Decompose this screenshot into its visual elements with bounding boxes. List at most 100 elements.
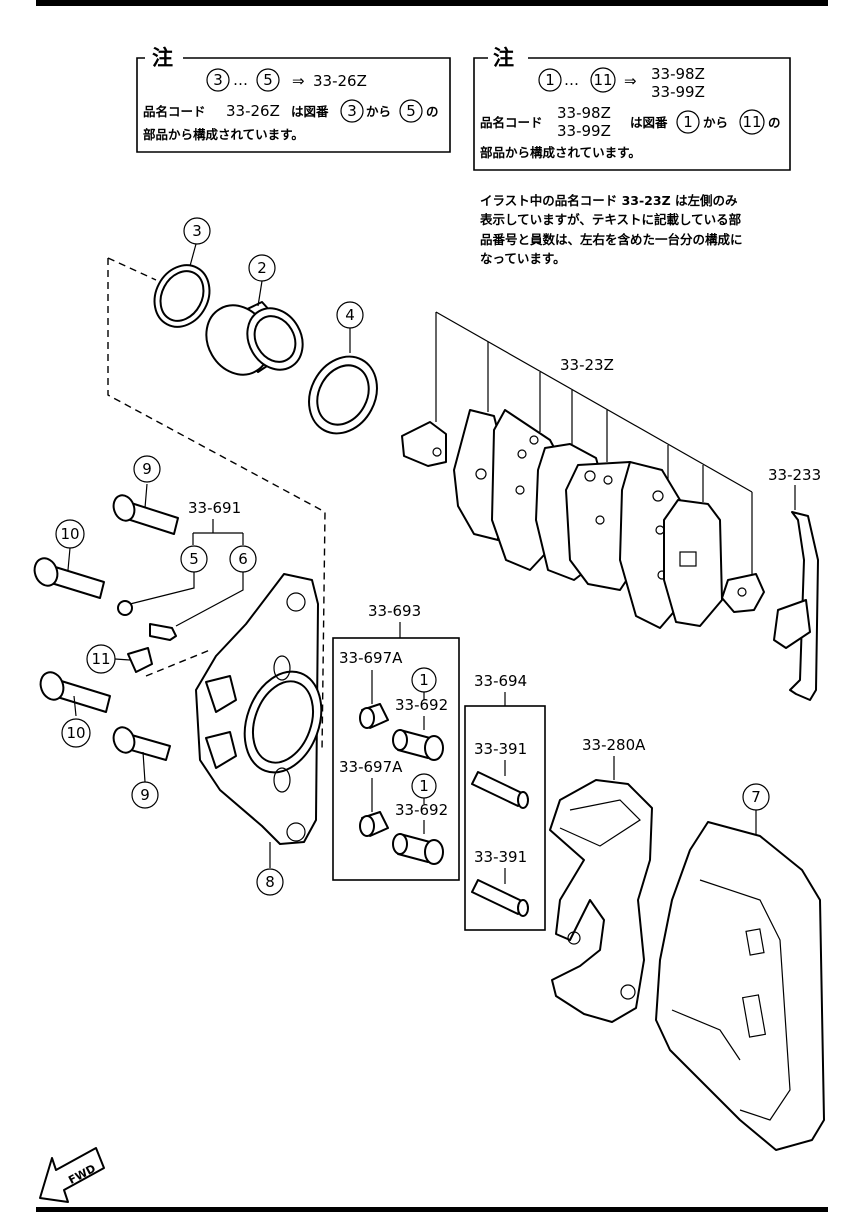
note-right-code-b-2: 33-99Z	[557, 122, 611, 140]
pad-group-leaders	[435, 311, 753, 578]
guide-pin-lower	[471, 879, 529, 917]
callout-2	[248, 254, 276, 282]
bushing-b-code-label: 33-692	[395, 801, 448, 819]
note-right-kara: から	[703, 115, 728, 130]
note-left-heading: 注	[152, 46, 173, 70]
callout-10-upper-label: 10	[60, 525, 79, 543]
note-left-no: の	[426, 104, 439, 119]
note-right-from-num: 1	[545, 71, 555, 89]
note-left-from-num: 3	[213, 71, 223, 89]
seal-kit-box	[332, 637, 460, 881]
note-left-prefix: 品名コード	[143, 104, 206, 119]
note-right-from-num-2: 1	[683, 113, 693, 131]
boot-upper	[359, 703, 389, 729]
pad-clip-right	[721, 573, 765, 613]
note-left-arrow: ⇒	[292, 72, 305, 90]
caliper-bracket	[549, 779, 653, 1023]
callout-8	[256, 868, 284, 896]
brake-pad-outer	[663, 499, 723, 627]
note-right-to-num-2: 11	[742, 113, 761, 131]
dust-boot	[308, 355, 378, 435]
top-border-bar	[36, 0, 828, 6]
note-right-line3: 部品から構成されています。	[480, 145, 641, 160]
boot-lower	[359, 811, 389, 837]
note-left-kara: から	[366, 104, 391, 119]
guide-pin-upper	[471, 771, 529, 809]
note-right-arrow: ⇒	[624, 72, 637, 90]
callout-8-label: 8	[265, 873, 275, 891]
callout-5-label: 5	[189, 550, 199, 568]
bleeder-cap	[117, 600, 133, 616]
note-right-prefix: 品名コード	[480, 115, 543, 130]
pads-code-label: 33-23Z	[560, 356, 614, 374]
bolt-9-lower	[112, 726, 171, 761]
callout-4-label: 4	[345, 306, 355, 324]
note-right-code-a-2: 33-98Z	[557, 104, 611, 122]
illustration-note: イラスト中の品名コード 33-23Z は左側のみ 表示していますが、テキストに記…	[479, 193, 743, 266]
callout-10-lower	[61, 718, 91, 748]
pin-kit-code-label: 33-694	[474, 672, 527, 690]
piston-seal-ring	[153, 264, 211, 328]
note-left-line3: 部品から構成されています。	[143, 127, 304, 142]
bleeder-screw	[149, 623, 177, 641]
callout-7-label: 7	[751, 788, 761, 806]
note-right-to-num: 11	[593, 71, 612, 89]
bottom-border-bar	[36, 1207, 828, 1212]
note-right-code-a: 33-98Z	[651, 65, 705, 83]
bolt-kit-code-label: 33-691	[188, 499, 241, 517]
bolt-9-upper	[112, 494, 179, 535]
bushing-a-code-label: 33-692	[395, 696, 448, 714]
callout-10-upper	[55, 519, 85, 549]
note-box-right: 注 1 … 11 ⇒ 33-98Z 33-99Z 品名コード 33-98Z 33…	[473, 46, 791, 171]
pad-clip-left	[401, 421, 447, 467]
callout-7	[742, 783, 770, 811]
note-right-heading: 注	[493, 46, 514, 70]
spring-code-label: 33-233	[768, 466, 821, 484]
dashed-guide-bleeder	[145, 649, 211, 677]
bolt-10-lower	[39, 671, 111, 713]
note-box-left: 注 3 … 5 ⇒ 33-26Z 品名コード 33-26Z は図番 3 から 5…	[136, 46, 451, 153]
note-right-mid: は図番	[630, 115, 668, 130]
note-left-code: 33-26Z	[313, 72, 367, 90]
illustration-note-line-2: 表示していますが、テキストに記載している部	[479, 212, 742, 227]
callout-3	[183, 217, 211, 245]
callout-3-label: 3	[192, 222, 202, 240]
pin-a-code-label: 33-391	[474, 740, 527, 758]
caliper-body	[195, 573, 323, 845]
bracket-code-label: 33-280A	[582, 736, 646, 754]
anti-rattle-spring	[773, 511, 819, 701]
callout-9-upper	[133, 455, 161, 483]
dust-shield	[655, 821, 825, 1151]
callout-4	[336, 301, 364, 329]
bleeder-fitting	[127, 647, 153, 673]
forward-arrow-icon: FWD	[39, 1147, 105, 1203]
seal-kit-code-label: 33-693	[368, 602, 421, 620]
callout-11	[86, 644, 116, 674]
illustration-note-line-1: イラスト中の品名コード 33-23Z は左側のみ	[480, 193, 738, 208]
callout-9-lower-label: 9	[140, 786, 150, 804]
bushing-upper	[392, 729, 444, 761]
pad-shim-1	[453, 409, 501, 541]
dashed-guide-top	[107, 257, 157, 281]
callout-1-upper-label: 1	[419, 671, 429, 689]
note-left-to-num: 5	[263, 71, 273, 89]
illustration-note-line-3: 品番号と員数は、左右を含めた一台分の構成に	[480, 232, 743, 247]
note-left-code-2: 33-26Z	[226, 102, 280, 120]
callout-9-upper-label: 9	[142, 460, 152, 478]
note-right-no: の	[768, 115, 781, 130]
note-left-mid: は図番	[291, 104, 329, 119]
callout-9-lower	[131, 781, 159, 809]
pin-kit-box	[464, 705, 546, 931]
piston	[205, 301, 304, 376]
bolt-10-upper	[33, 557, 105, 599]
note-left-to-num-2: 5	[406, 102, 416, 120]
callout-11-label: 11	[91, 650, 110, 668]
pin-b-code-label: 33-391	[474, 848, 527, 866]
note-left-from-num-2: 3	[347, 102, 357, 120]
callout-1-lower-label: 1	[419, 777, 429, 795]
callout-2-label: 2	[257, 259, 267, 277]
bushing-lower	[392, 833, 444, 865]
callout-6-label: 6	[238, 550, 248, 568]
note-right-ellipsis: …	[564, 71, 579, 89]
